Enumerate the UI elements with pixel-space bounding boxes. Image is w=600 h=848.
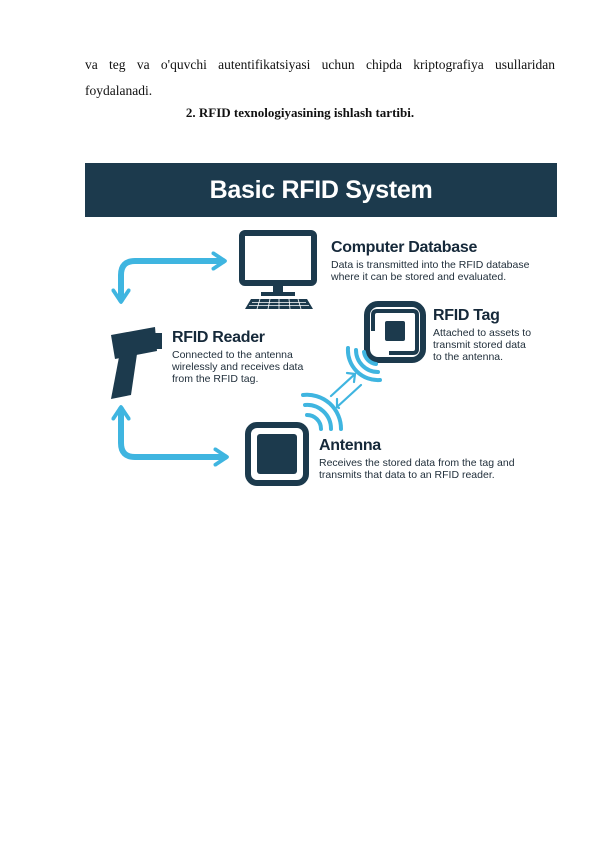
wireless-waves-icon	[301, 392, 344, 431]
rfid-tag-label: RFID Tag Attached to assets to transmit …	[433, 307, 555, 363]
flow-arrow-icon	[111, 251, 227, 304]
computer-database-label: Computer Database Data is transmitted in…	[331, 239, 557, 283]
antenna-desc-2: transmits that data to an RFID reader.	[319, 469, 495, 481]
antenna-desc-1: Receives the stored data from the tag an…	[319, 457, 515, 469]
antenna-label: Antenna Receives the stored data from th…	[319, 437, 555, 481]
flow-arrow-icon	[111, 405, 229, 467]
computer-database-desc-1: Data is transmitted into the RFID databa…	[331, 259, 530, 271]
body-paragraph: va teg va o'quvchi autentifikatsiyasi uc…	[85, 57, 555, 98]
computer-database-desc-2: where it can be stored and evaluated.	[331, 271, 507, 283]
barcode-scanner-icon	[111, 327, 162, 399]
rfid-figure: Basic RFID System Computer Database Data…	[85, 163, 557, 495]
rfid-tag-icon	[364, 301, 426, 363]
rfid-diagram-graphic	[111, 230, 426, 486]
keyboard-icon	[245, 298, 313, 310]
wireless-waves-icon	[345, 346, 382, 383]
rfid-tag-title: RFID Tag	[433, 307, 500, 324]
rfid-reader-desc-1: Connected to the antenna	[172, 349, 293, 361]
monitor-icon	[239, 230, 317, 296]
rfid-tag-desc-1: Attached to assets to	[433, 327, 532, 339]
rfid-reader-desc-2: wirelessly and receives data	[172, 361, 304, 373]
figure-title: Basic RFID System	[85, 163, 557, 217]
rfid-reader-title: RFID Reader	[172, 329, 265, 346]
computer-database-title: Computer Database	[331, 239, 478, 256]
rfid-tag-desc-2: transmit stored data	[433, 339, 526, 351]
rfid-reader-label: RFID Reader Connected to the antenna wir…	[172, 329, 337, 385]
section-heading: 2. RFID texnologiyasining ishlash tartib…	[185, 105, 415, 120]
antenna-chip-icon	[245, 422, 309, 486]
antenna-title: Antenna	[319, 437, 381, 454]
rfid-tag-desc-3: to the antenna.	[433, 351, 504, 363]
double-arrow-icon	[329, 371, 363, 410]
rfid-reader-desc-3: from the RFID tag.	[172, 373, 259, 385]
